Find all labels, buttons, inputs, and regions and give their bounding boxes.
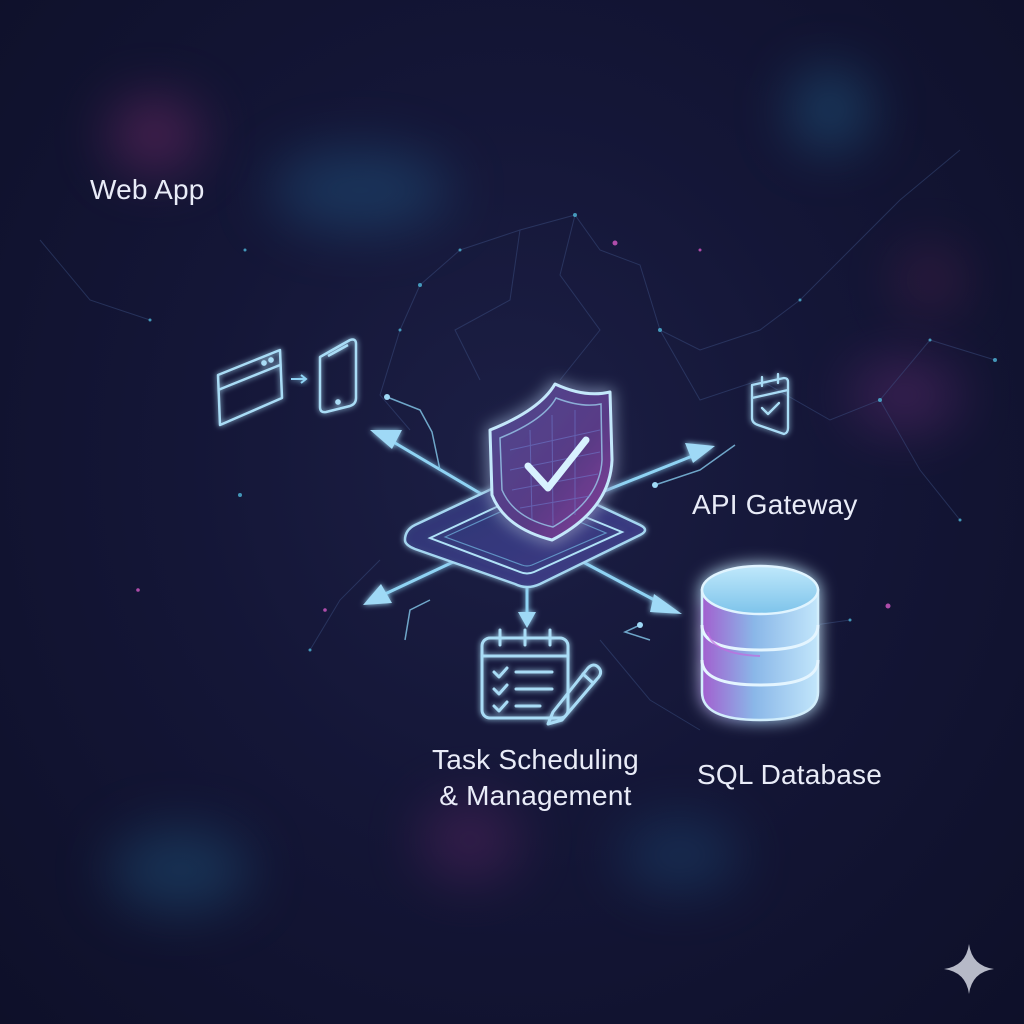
trace-lines <box>386 396 736 641</box>
background-glow <box>110 830 250 910</box>
sparkle-icon <box>944 944 994 994</box>
background-glow <box>790 70 870 150</box>
browser-window-icon <box>216 348 284 427</box>
web-app-label: Web App <box>90 174 205 205</box>
background-glow <box>850 360 960 430</box>
shield-check-icon <box>488 382 614 542</box>
checklist-pencil-icon <box>480 628 603 726</box>
arrow-head-down <box>518 612 536 628</box>
task-scheduling-label: Task Scheduling & Management <box>432 742 639 814</box>
arrow-head-upper-left <box>370 430 402 449</box>
background-glow <box>110 100 200 170</box>
arrow-head-upper-right <box>685 443 715 463</box>
api-gateway-label: API Gateway <box>692 489 858 520</box>
arrow-head-lower-left <box>363 584 392 605</box>
sql-database-label: SQL Database <box>697 759 883 790</box>
background-glow <box>900 250 960 310</box>
task-scheduling-label-line1: Task Scheduling <box>432 744 639 775</box>
network-mesh <box>39 149 996 731</box>
arrow-head-lower-right <box>650 594 682 614</box>
trace-dots <box>384 394 658 628</box>
calendar-check-icon <box>750 372 790 436</box>
network-nodes <box>148 213 997 652</box>
background-sparkles <box>136 240 891 612</box>
web-to-mobile-arrow <box>291 374 308 384</box>
task-scheduling-label-line2: & Management <box>439 780 632 811</box>
smartphone-icon <box>318 338 358 414</box>
background-glow <box>420 800 520 880</box>
background-glow <box>620 820 740 890</box>
background-glow <box>270 150 450 230</box>
database-cylinder-icon <box>700 564 820 722</box>
